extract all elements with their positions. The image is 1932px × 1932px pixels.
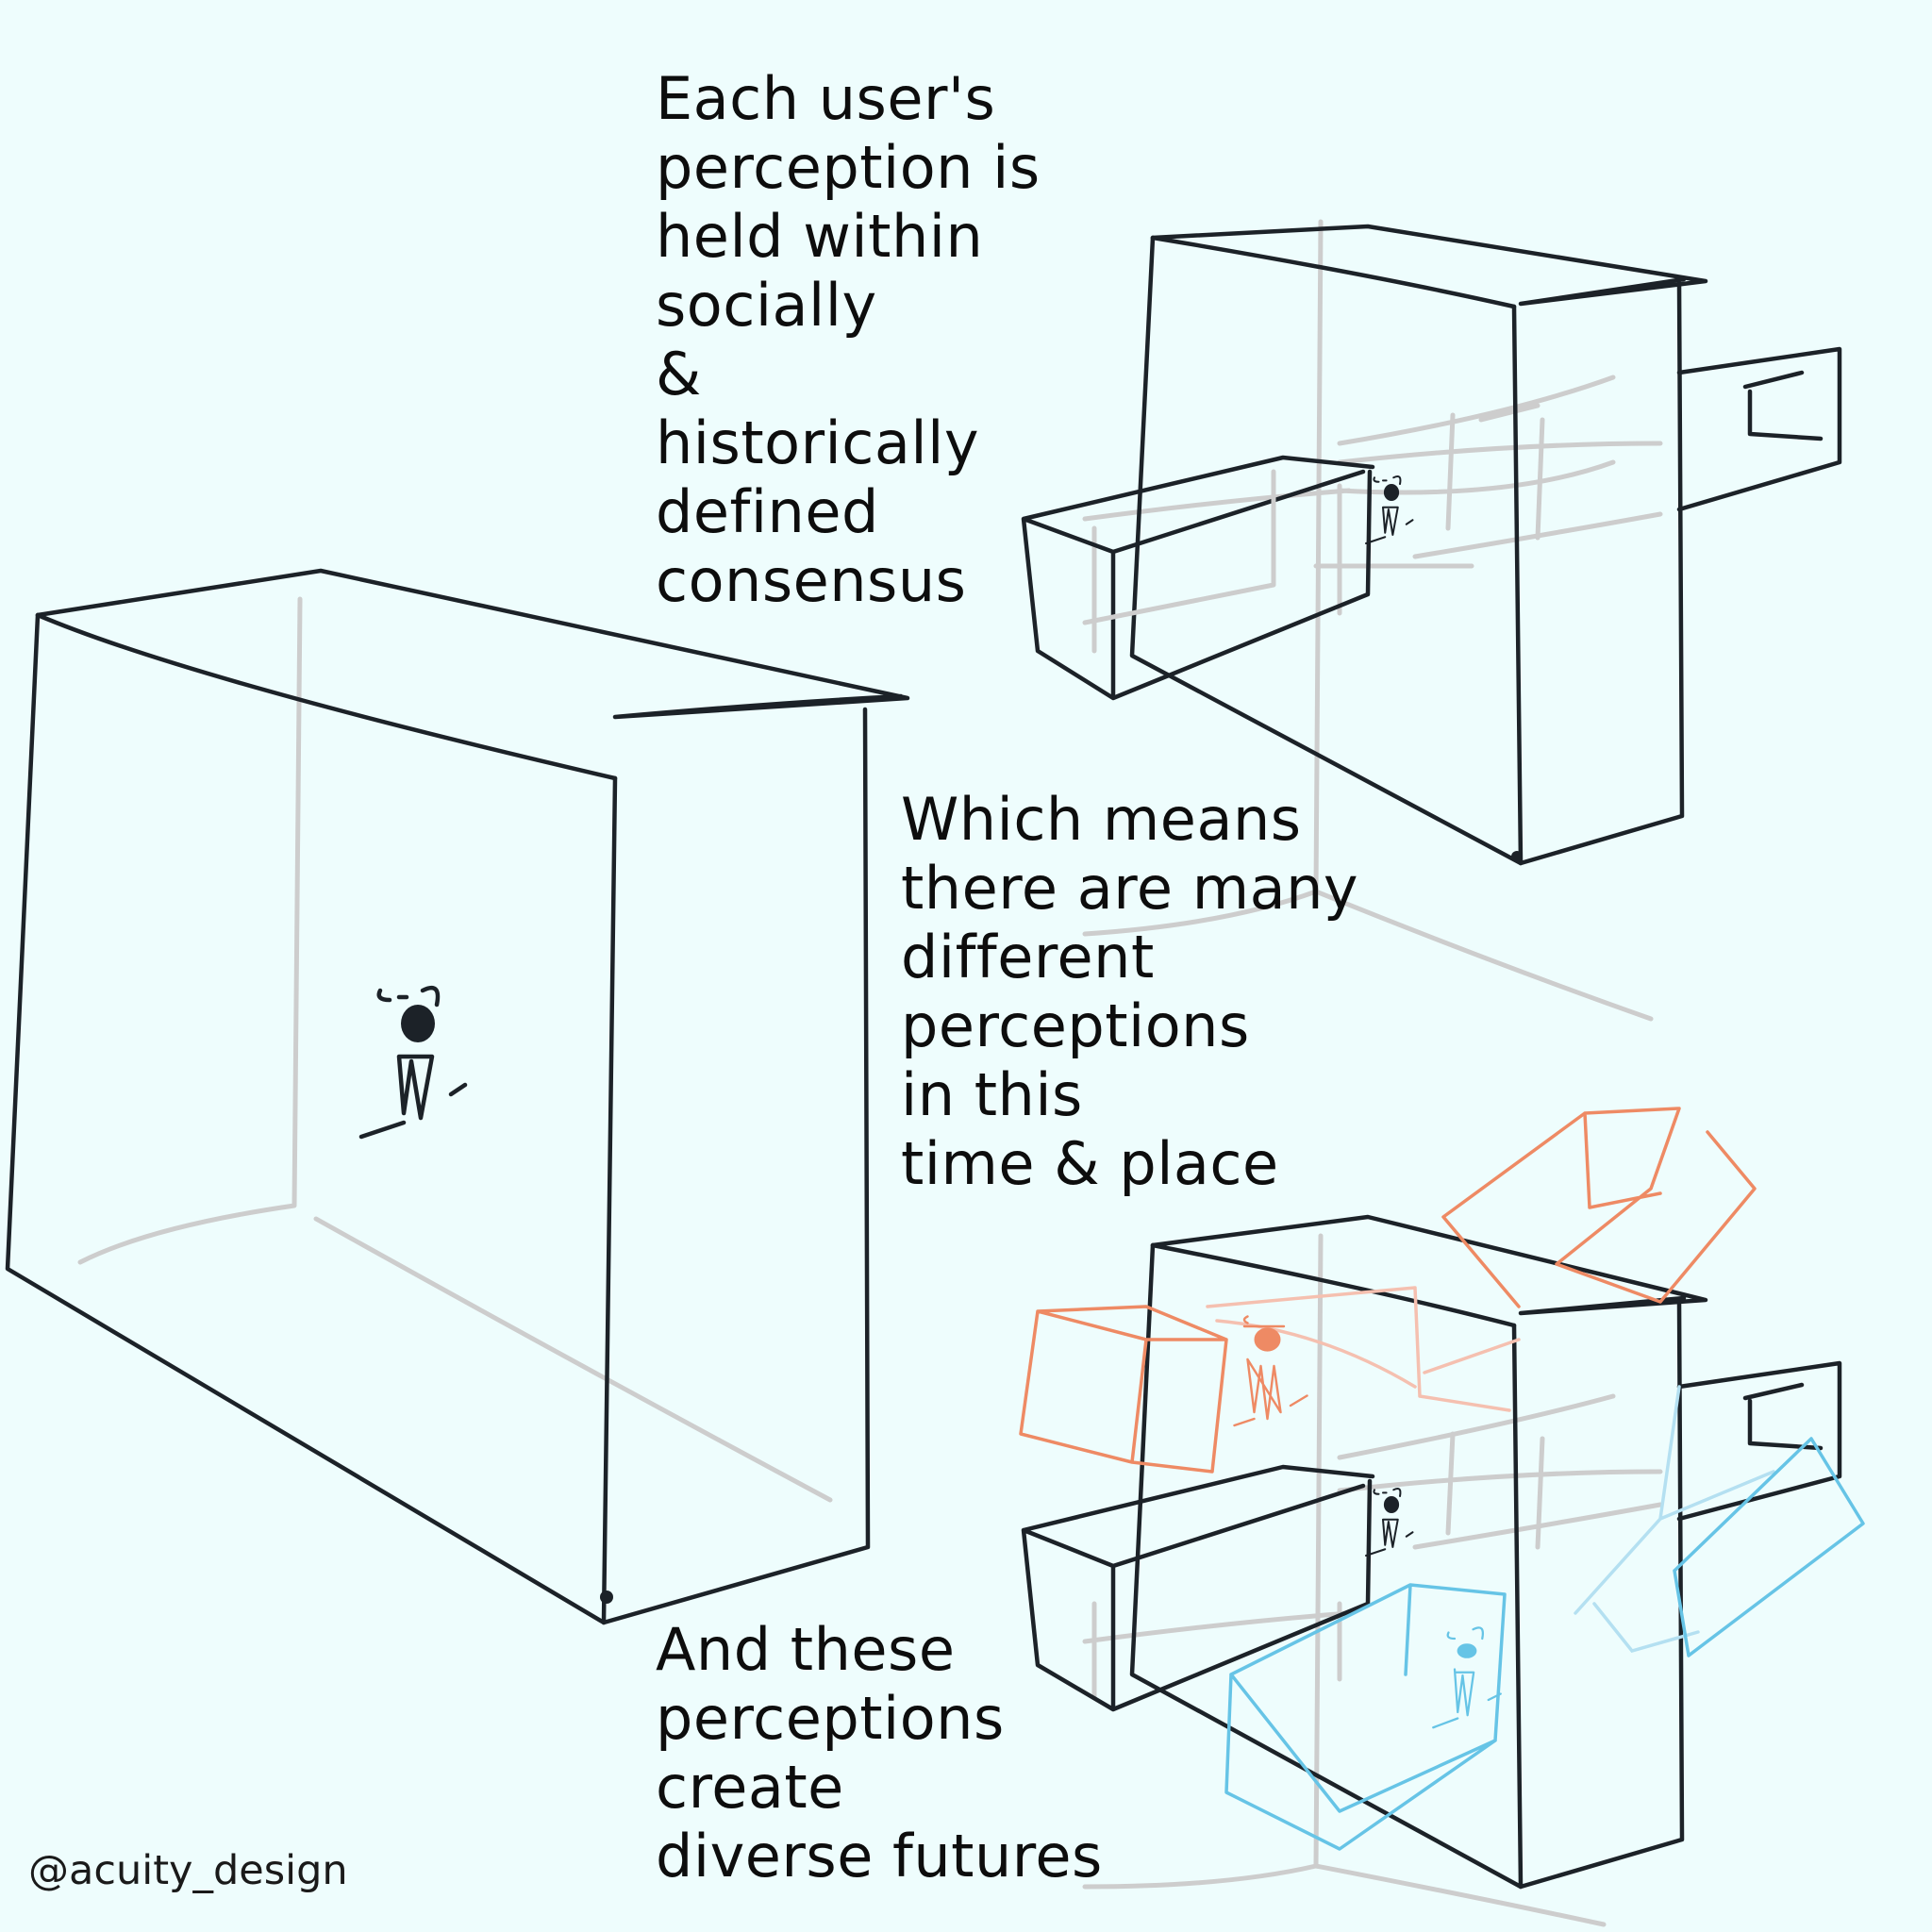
person-in-box-icon	[361, 988, 465, 1137]
multi-perception-diagram	[1019, 1107, 1865, 1927]
text-block-diverse-futures: And these perceptions create diverse fut…	[656, 1615, 1103, 1890]
blue-person-icon	[1432, 1626, 1502, 1729]
text-block-perception: Each user's perception is held within so…	[656, 64, 1041, 615]
orange-person-icon	[1233, 1315, 1308, 1427]
person-in-box-icon-small-bottom	[1364, 1487, 1414, 1557]
top-box-diagram	[1021, 219, 1842, 1022]
text-block-many-perceptions: Which means there are many different per…	[901, 785, 1359, 1198]
author-handle: @acuity_design	[28, 1847, 348, 1894]
orange-perception-box	[1019, 1107, 1757, 1474]
blue-perception-box	[1224, 1385, 1865, 1851]
person-in-box-icon-small	[1364, 475, 1414, 545]
large-box-diagram	[5, 568, 910, 1625]
